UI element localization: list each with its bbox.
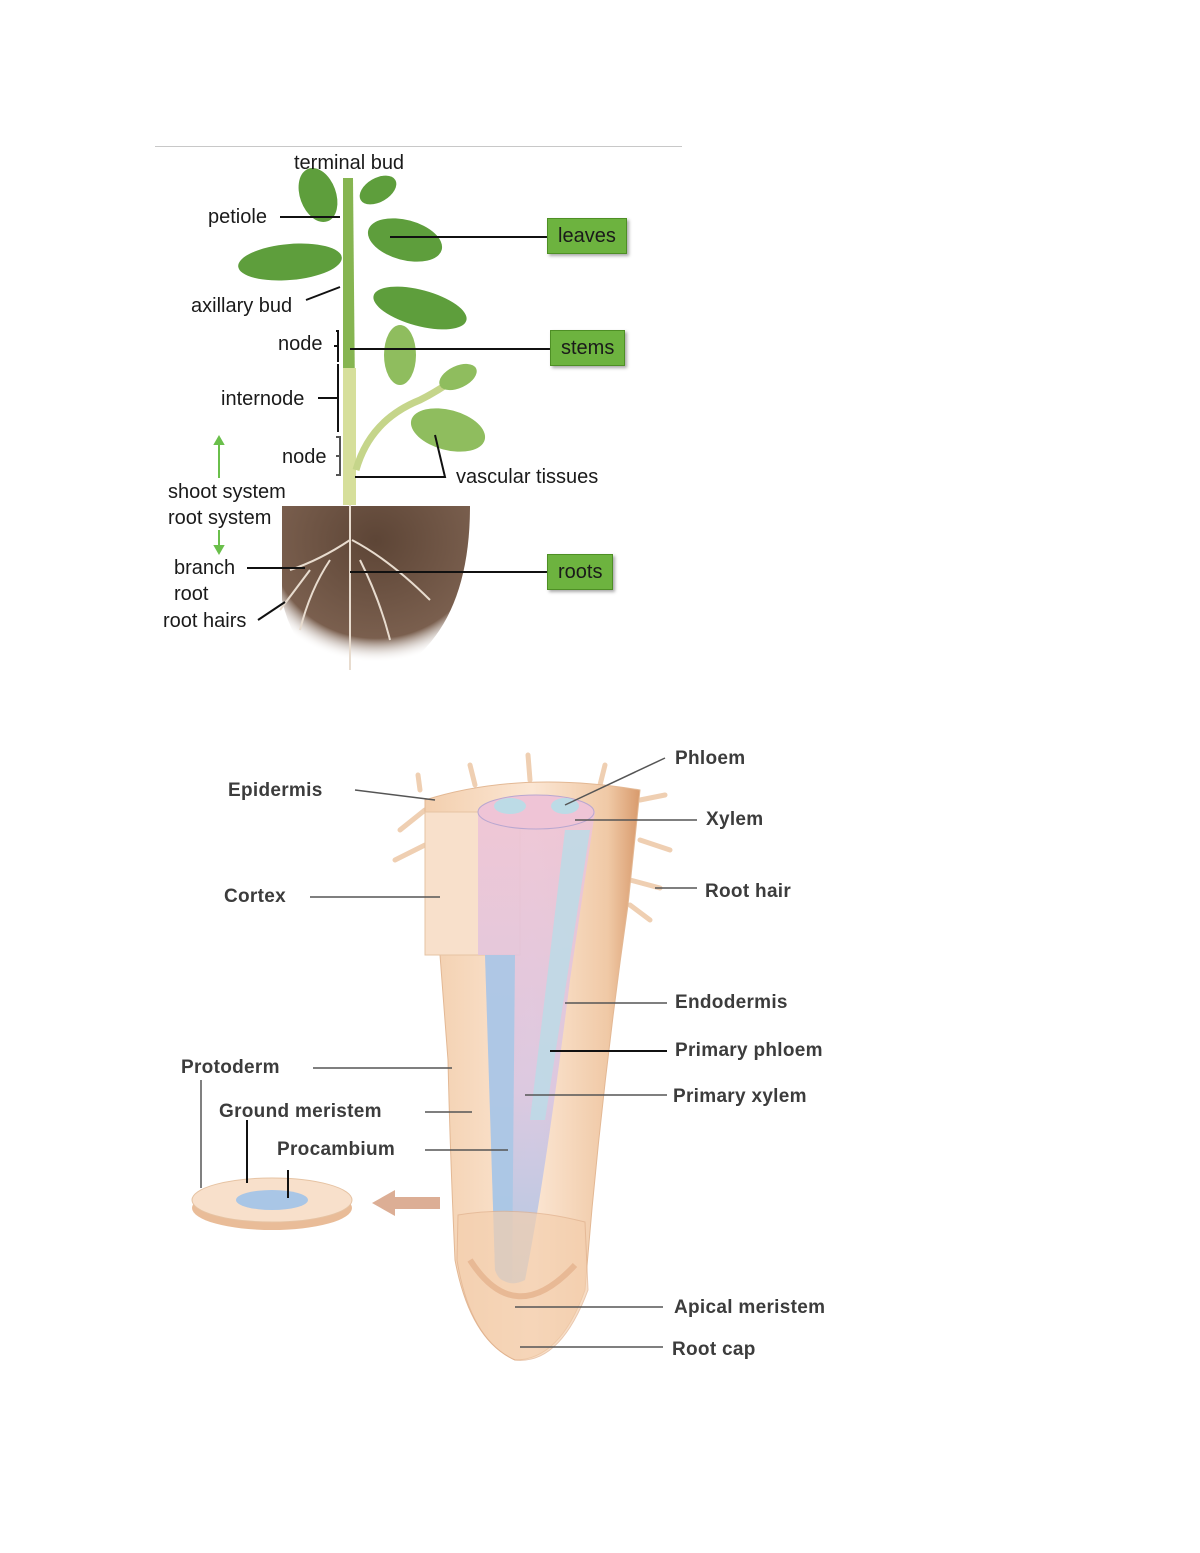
label-branch-root-2: root	[174, 583, 209, 605]
label-epidermis: Epidermis	[228, 780, 323, 801]
label-petiole: petiole	[208, 206, 267, 228]
label-apical-meristem: Apical meristem	[674, 1297, 826, 1318]
root-lines	[279, 505, 431, 670]
root-hairs	[392, 752, 673, 923]
cross-section-procambium	[236, 1190, 308, 1210]
label-protoderm: Protoderm	[181, 1057, 280, 1078]
label-shoot-system: shoot system	[168, 481, 286, 503]
procambium-strand	[485, 955, 515, 1282]
label-node-upper: node	[278, 333, 323, 355]
label-primary-xylem: Primary xylem	[673, 1086, 807, 1107]
label-cortex: Cortex	[224, 886, 286, 907]
label-branch-root-1: branch	[174, 557, 236, 579]
system-arrows	[213, 434, 225, 556]
xylem-strand	[530, 830, 590, 1120]
label-terminal-bud: terminal bud	[294, 152, 405, 174]
label-procambium: Procambium	[277, 1139, 396, 1160]
label-endodermis: Endodermis	[675, 992, 788, 1013]
plant-leader-lines	[247, 216, 550, 621]
root-cap	[456, 1210, 589, 1361]
label-phloem: Phloem	[675, 748, 746, 769]
box-roots: roots	[547, 554, 614, 590]
page-divider	[155, 146, 682, 147]
box-stems: stems	[550, 330, 626, 366]
leaves	[238, 167, 486, 452]
label-axillary-bud: axillary bud	[191, 295, 293, 317]
label-internode: internode	[221, 388, 305, 410]
label-node-lower: node	[282, 446, 327, 468]
arrow-left	[372, 1190, 440, 1216]
label-primary-phloem: Primary phloem	[675, 1040, 823, 1061]
label-ground-meristem: Ground meristem	[219, 1101, 382, 1122]
root-tip-illustration	[191, 752, 697, 1361]
plant-illustration	[213, 167, 550, 680]
label-vascular-tissues: vascular tissues	[456, 466, 599, 488]
box-leaves: leaves	[547, 218, 627, 254]
label-xylem: Xylem	[706, 809, 764, 830]
label-root-hair: Root hair	[705, 881, 792, 902]
label-root-system: root system	[168, 507, 272, 529]
root-leader-lines	[200, 757, 697, 1348]
label-root-hairs: root hairs	[163, 610, 247, 632]
soil	[282, 506, 470, 680]
label-root-cap: Root cap	[672, 1339, 756, 1360]
